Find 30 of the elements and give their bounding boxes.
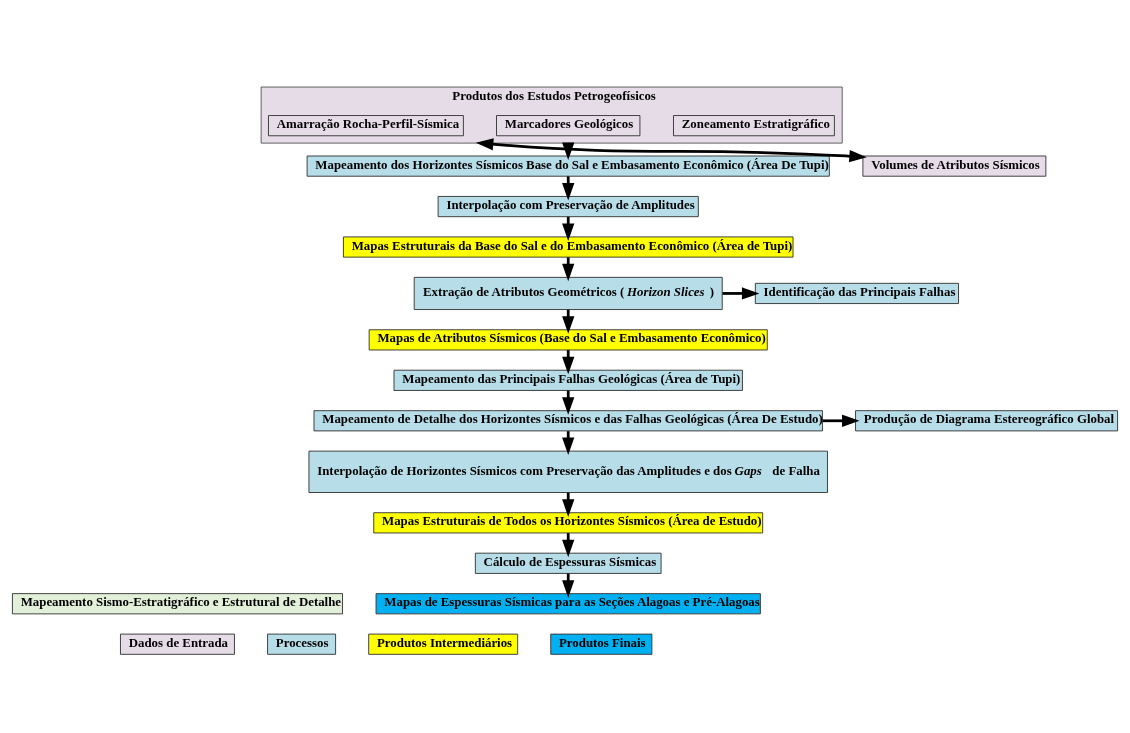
arrow xyxy=(475,137,867,162)
arrow xyxy=(722,286,760,300)
arrow xyxy=(822,414,860,427)
node-box: Mapeamento das Principais Falhas Geológicas (Área de Tupi) xyxy=(393,369,743,391)
node-box: Mapeamento Sismo-Estratigráfico e Estrutural de Detalhe xyxy=(11,592,343,614)
arrow xyxy=(562,532,575,557)
node-box: Mapeamento dos Horizontes Sísmicos Base do Sal e Embasamento Econômico (Área De Tupi) xyxy=(306,155,830,177)
legend-label: Dados de Entrada xyxy=(128,635,229,650)
arrow xyxy=(562,430,575,455)
node-box: Extração de Atributos Geométricos (Horizon Slices) xyxy=(413,276,723,310)
node-box: Mapas Estruturais da Base do Sal e do Embasamento Econômico (Área de Tupi) xyxy=(342,235,794,258)
node-box: Mapas de Espessuras Sísmicas para as Seções Alagoas e Pré-Alagoas xyxy=(375,592,761,614)
arrow xyxy=(562,256,575,281)
legend-label: Produtos Finais xyxy=(559,635,646,650)
node-box: Amarração Rocha-Perfil-Sísmica xyxy=(268,114,464,136)
node-box: Mapas de Atributos Sísmicos (Base do Sal e Embasamento Econômico) xyxy=(368,328,768,350)
node-box: Cálculo de Espessuras Sísmicas xyxy=(474,552,662,574)
arrow xyxy=(562,175,575,201)
arrow xyxy=(562,349,575,374)
legend-label: Produtos Intermediários xyxy=(376,635,513,650)
node-box: Identificação das Principais Falhas xyxy=(754,282,959,304)
node-box: Produção de Diagrama Estereográfico Global xyxy=(855,409,1119,431)
node-box: Zoneamento Estratigráfico xyxy=(673,114,835,136)
arrow xyxy=(562,216,575,241)
node-box: Interpolação de Horizontes Sísmicos com Preservação das Amplitudes e dos Gaps de Falha xyxy=(308,450,828,493)
legend-label: Processos xyxy=(275,635,329,650)
node-box: Marcadores Geológicos xyxy=(496,114,641,136)
node-box: Interpolação com Preservação de Amplitudes xyxy=(437,195,699,217)
node-box: Volumes de Atributos Sísmicos xyxy=(862,155,1047,177)
node-box: Mapas Estruturais de Todos os Horizontes Sísmicos (Área de Estudo) xyxy=(373,511,764,533)
